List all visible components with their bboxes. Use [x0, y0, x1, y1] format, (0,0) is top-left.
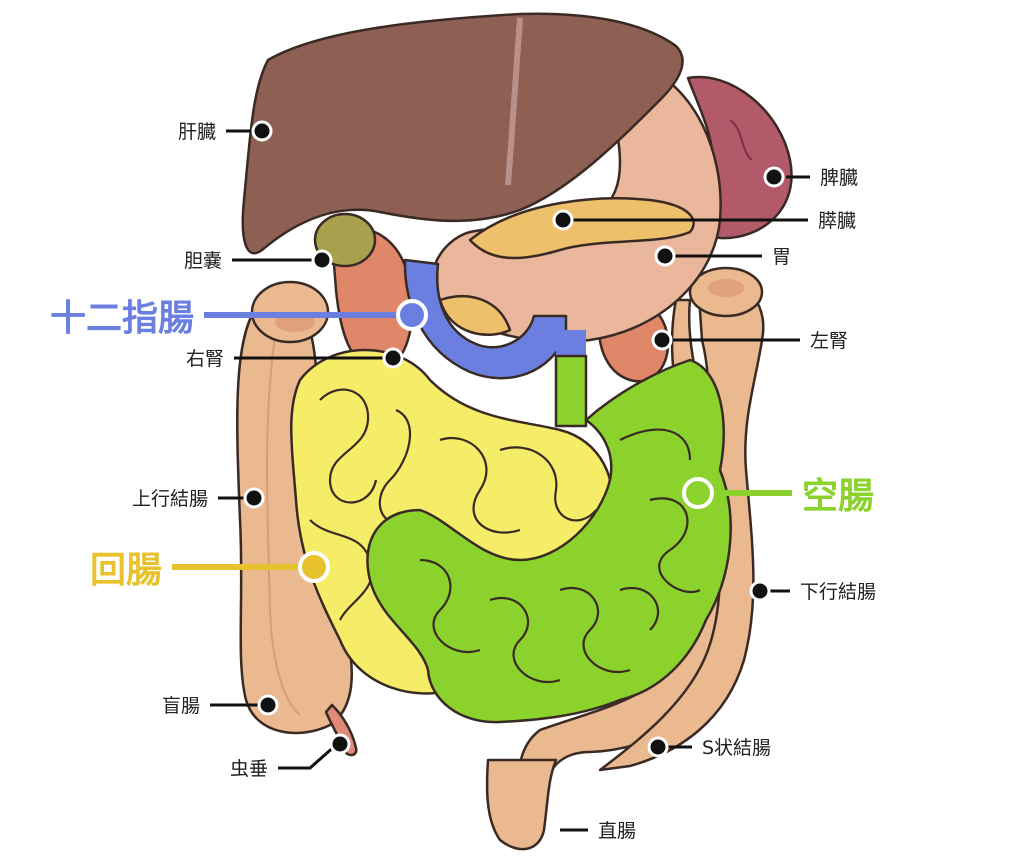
leader-lines [210, 129, 810, 832]
label-duodenum: 十二指腸 [50, 298, 194, 339]
colon [236, 266, 765, 851]
gallbladder [313, 212, 377, 268]
liver [241, 12, 684, 255]
label-descending-colon: 下行結腸 [800, 581, 876, 603]
pancreas [468, 197, 695, 260]
label-ileum: 回腸 [90, 550, 162, 591]
label-right-kidney: 右腎 [186, 348, 224, 370]
label-gallbladder: 胆嚢 [184, 250, 222, 272]
label-stomach: 胃 [772, 246, 791, 268]
label-pancreas: 膵臓 [818, 210, 856, 232]
label-appendix: 虫垂 [230, 758, 268, 780]
label-cecum: 盲腸 [162, 695, 200, 717]
rectum [485, 758, 558, 851]
label-ascending-colon: 上行結腸 [132, 488, 208, 510]
label-left-kidney: 左腎 [810, 330, 848, 352]
jejunum [366, 358, 732, 724]
label-rectum: 直腸 [598, 820, 636, 842]
label-liver: 肝臓 [178, 121, 216, 143]
label-spleen: 脾臓 [820, 167, 858, 189]
label-sigmoid-colon: S状結腸 [702, 737, 771, 759]
leader-dots [243, 120, 785, 758]
label-jejunum: 空腸 [802, 476, 874, 517]
